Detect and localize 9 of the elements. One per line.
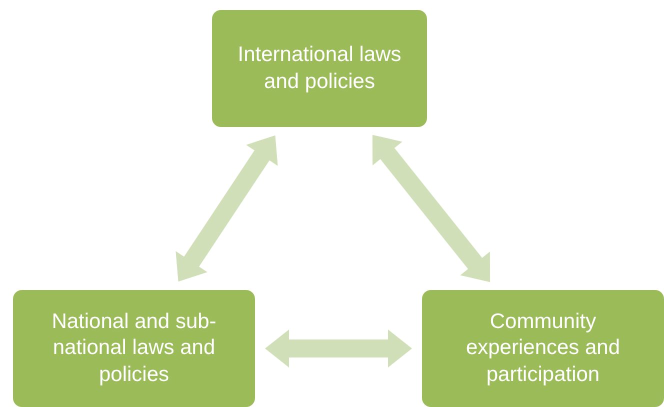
- double-arrow: [265, 330, 412, 368]
- double-arrow: [372, 134, 490, 282]
- process-box: [422, 290, 664, 407]
- box-label: National and sub-national laws and policies: [50, 309, 218, 388]
- box-label: International laws and policies: [236, 42, 402, 94]
- process-box: [212, 10, 427, 127]
- box-label: Community experiences and participation: [464, 309, 622, 388]
- double-arrow: [176, 135, 278, 282]
- process-box: [13, 290, 255, 407]
